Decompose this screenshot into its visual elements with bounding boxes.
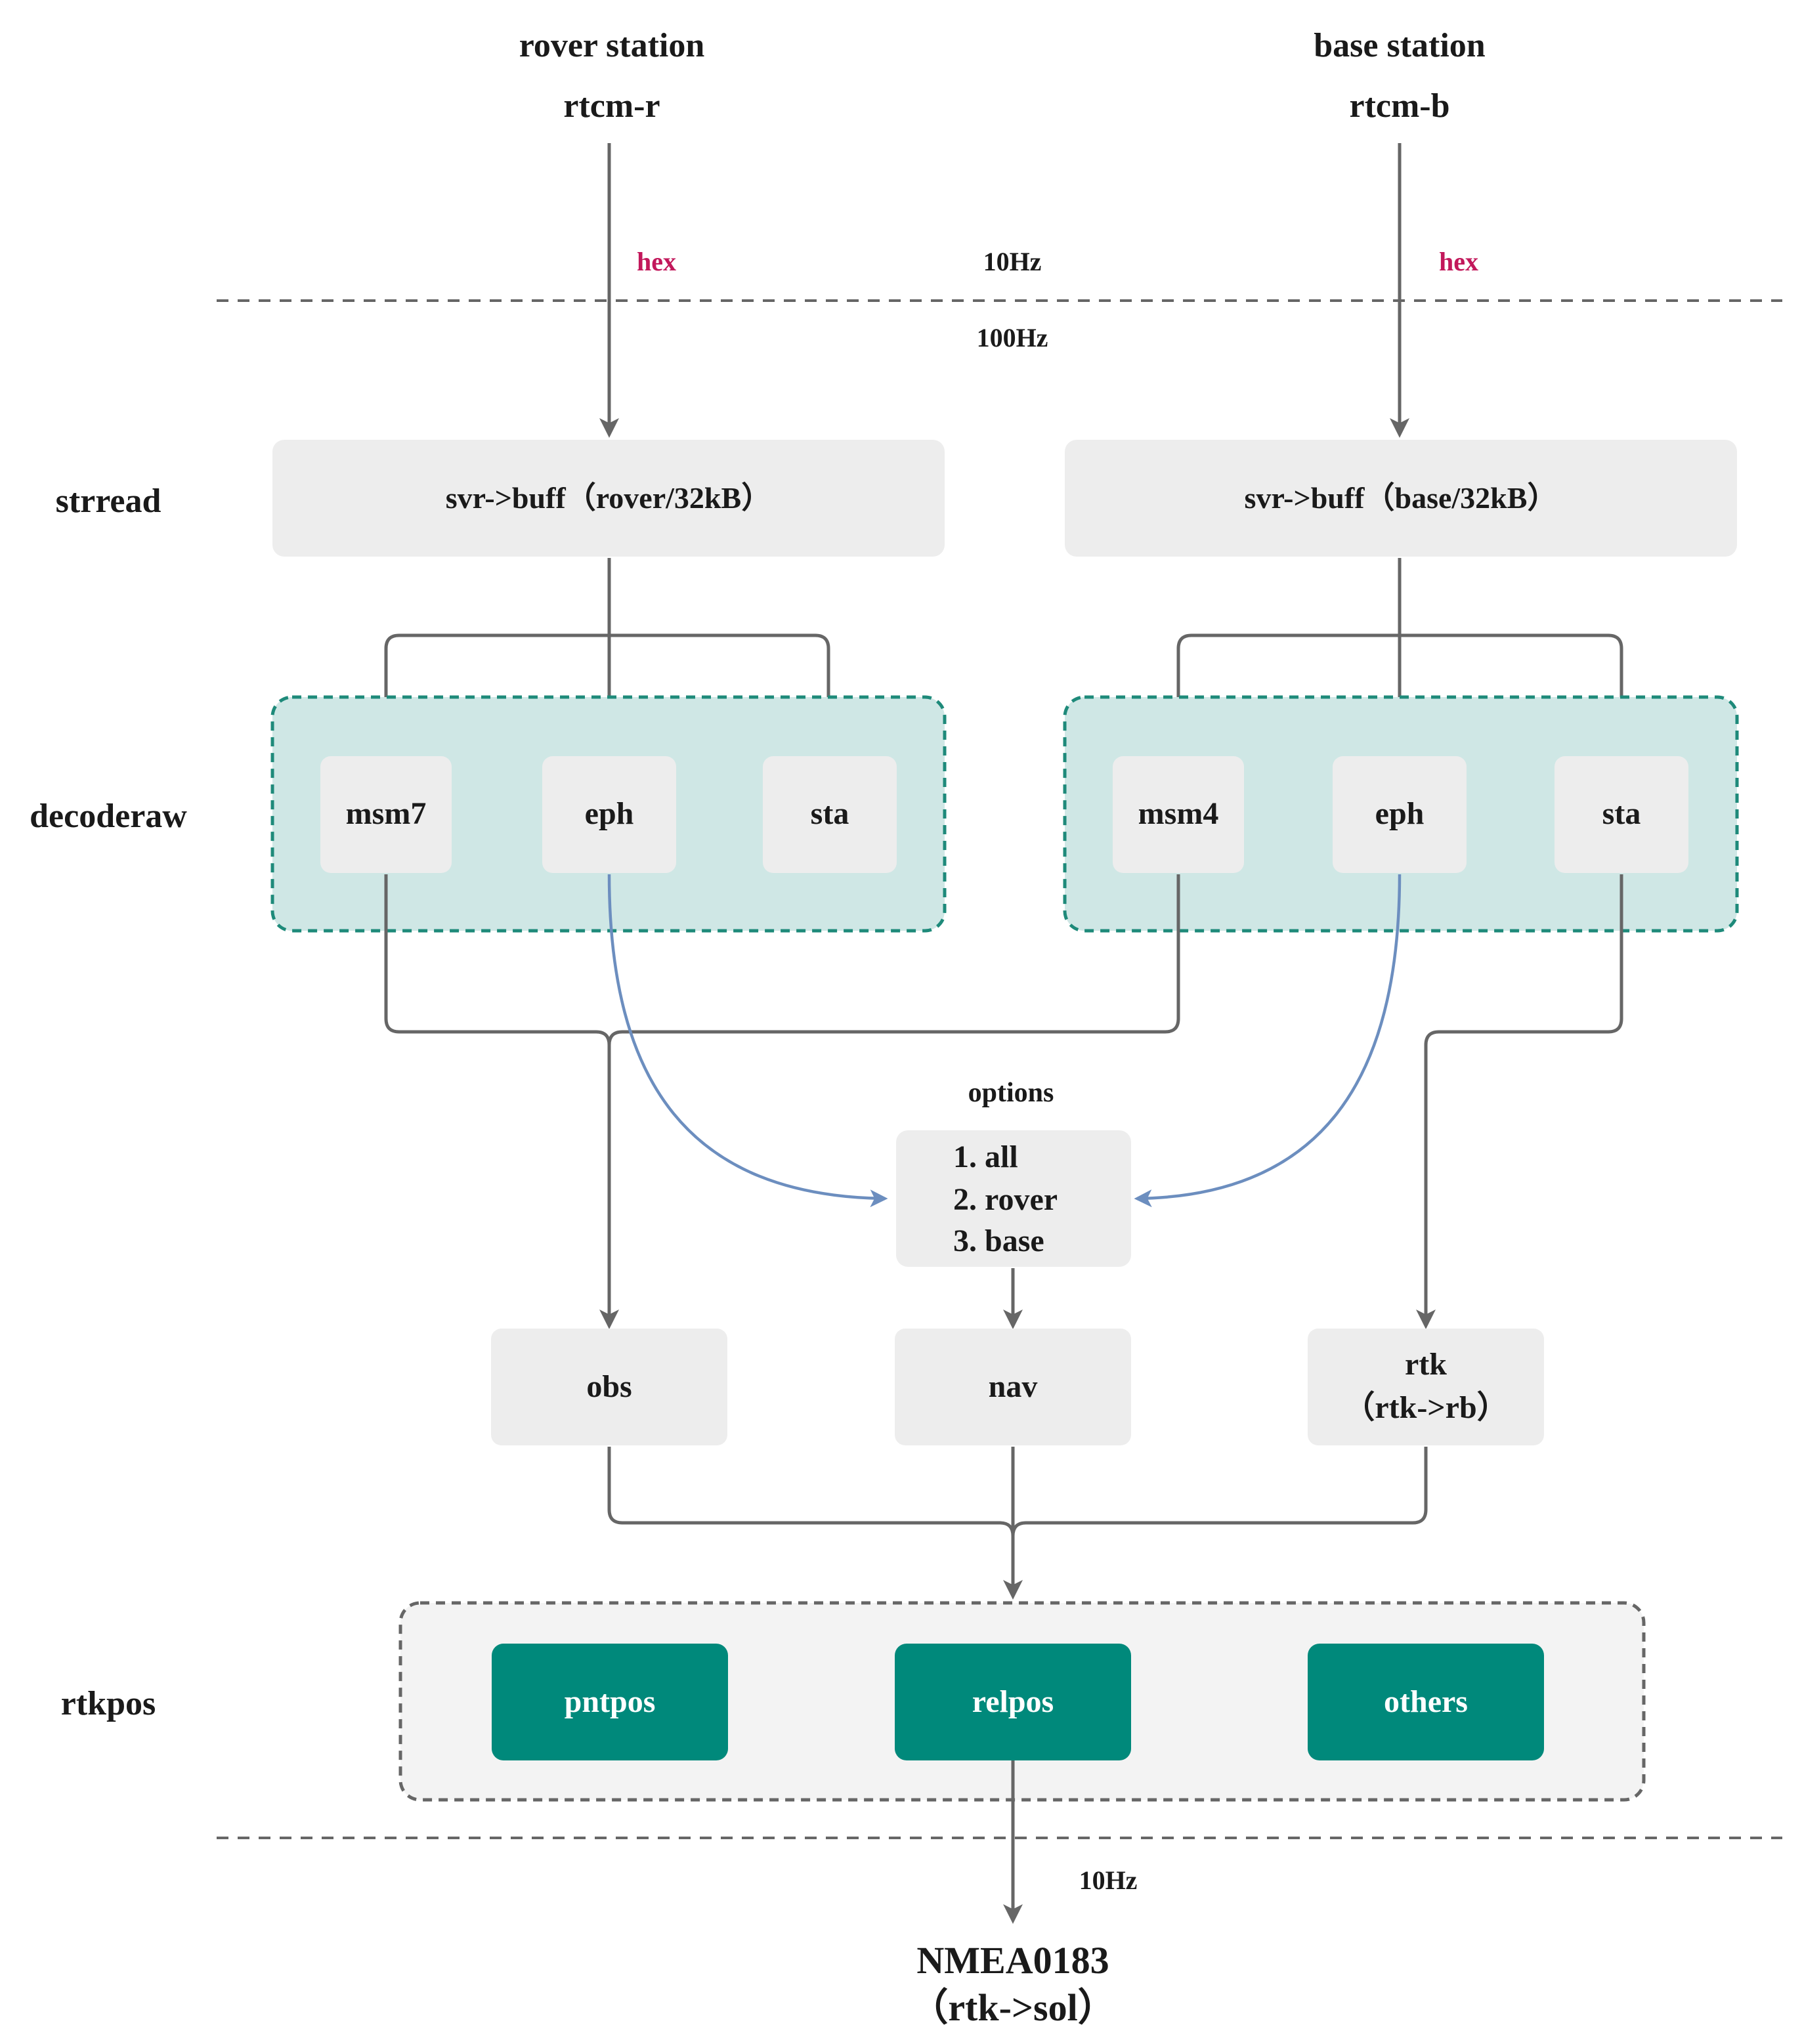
base-fanout-left [1169,633,1400,757]
rover-fanout-left [376,633,609,757]
nav-label: nav [989,1369,1038,1404]
obs-box [491,1329,727,1445]
rover-msm7-box [320,756,452,873]
output-rate-label: 10Hz [1079,1865,1138,1895]
base-msm4-label: msm4 [1138,796,1219,831]
option-base: 3. base [953,1224,1044,1258]
rover-station-title: rover station [519,27,705,64]
base-buffer-label: svr->buff（base/32kB） [1245,481,1558,515]
base-hex-label: hex [1439,247,1478,276]
base-msm4-to-obs [607,874,1180,1046]
rtk-rb-label: （rtk->rb） [1343,1390,1508,1425]
nmea-title: NMEA0183 [916,1939,1109,1982]
base-msm4-box [1113,756,1244,873]
base-buffer-box [1065,440,1737,557]
obs-to-rtkpos [607,1447,1015,1537]
stage-decoderaw: decoderaw [30,798,187,835]
rover-msm7-label: msm7 [346,796,427,831]
relpos-box [895,1644,1131,1760]
rover-sta-label: sta [811,796,849,831]
option-rover: 2. rover [953,1182,1058,1217]
stage-rtkpos: rtkpos [61,1685,156,1722]
base-sta-box [1555,756,1688,873]
rover-buffer-box [272,440,945,557]
others-box [1308,1644,1544,1760]
base-sta-to-rtk [1416,874,1623,1329]
rover-eph-label: eph [585,796,634,831]
rtk-to-rtkpos [1011,1447,1428,1537]
option-all: 1. all [953,1139,1018,1174]
base-eph-box [1333,756,1467,873]
rtk-label: rtk [1405,1347,1447,1382]
rtk-box [1308,1329,1544,1445]
internal-rate-label: 100Hz [977,323,1048,352]
others-label: others [1384,1684,1468,1719]
base-fanout-right [1400,633,1631,757]
rover-hex-label: hex [637,247,676,276]
nmea-sol-label: （rtk->sol） [910,1986,1115,2029]
rover-msm7-to-obs [384,874,619,1329]
base-station-title: base station [1314,27,1486,64]
rover-eph-to-options [607,874,888,1208]
rover-sta-box [763,756,897,873]
input-rate-label: 10Hz [983,247,1042,276]
pntpos-box [492,1644,728,1760]
base-stream-label: rtcm-b [1349,87,1449,125]
options-box [896,1130,1131,1267]
base-sta-label: sta [1602,796,1641,831]
base-eph-label: eph [1375,796,1425,831]
rover-stream-label: rtcm-r [563,87,660,125]
rover-eph-box [542,756,676,873]
pntpos-label: pntpos [565,1684,656,1719]
rover-buffer-label: svr->buff（rover/32kB） [446,481,771,515]
nav-box [895,1329,1131,1445]
relpos-label: relpos [972,1684,1054,1719]
options-title: options [968,1078,1054,1108]
stage-strread: strread [56,482,161,520]
rover-fanout-right [609,633,838,757]
obs-label: obs [586,1369,632,1404]
base-eph-to-options [1134,874,1402,1208]
